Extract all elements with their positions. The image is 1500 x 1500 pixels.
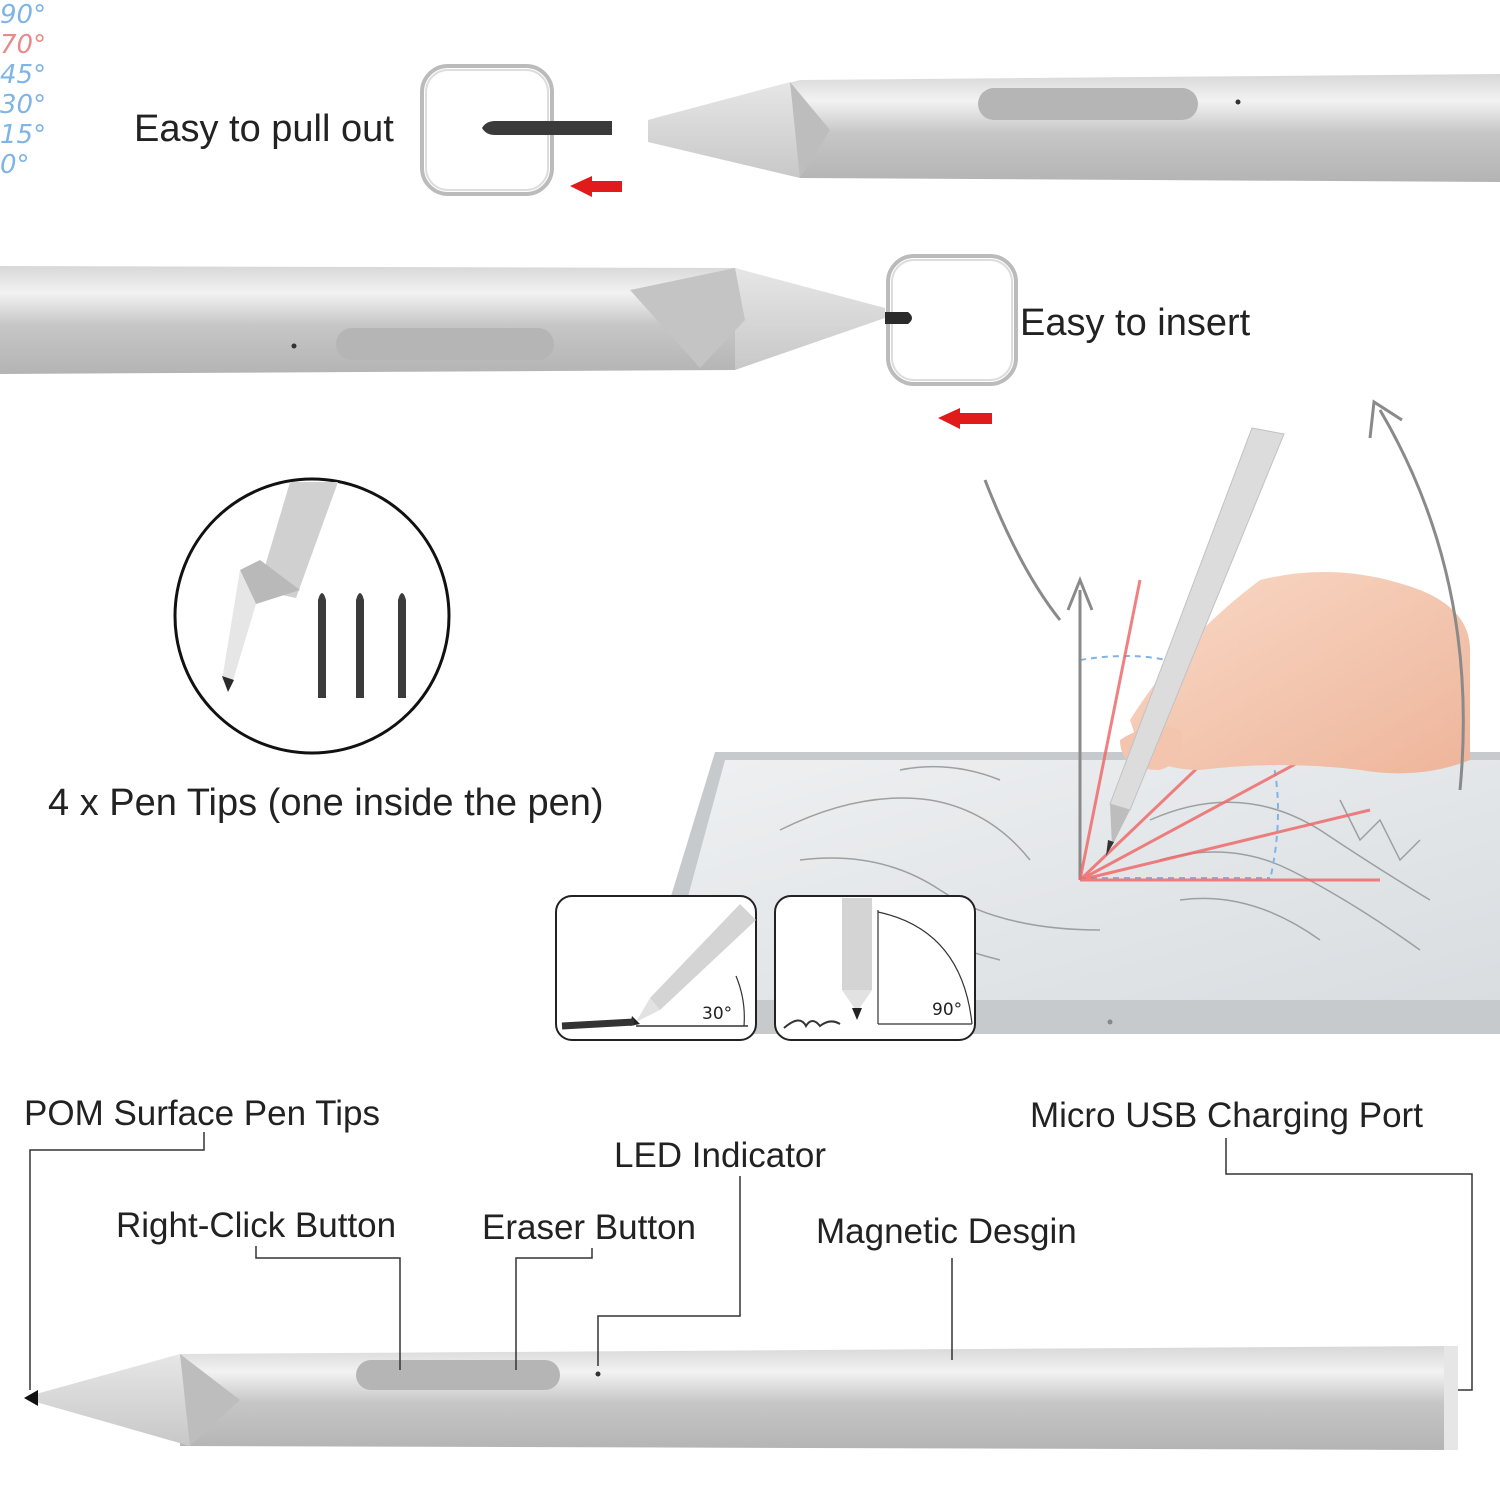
pen-top-led bbox=[1235, 99, 1241, 105]
pen-top-button bbox=[978, 88, 1198, 120]
arrow-left-icon bbox=[570, 176, 622, 197]
angle-90-label: 90° bbox=[0, 0, 47, 30]
pom-tips-label: POM Surface Pen Tips bbox=[24, 1094, 380, 1133]
micro-usb-label: Micro USB Charging Port bbox=[1030, 1096, 1423, 1135]
tablet-illustration bbox=[630, 399, 1500, 1034]
angle-30-label: 30° bbox=[0, 90, 47, 120]
hand-illustration bbox=[1130, 572, 1470, 774]
pen-nib-icon bbox=[482, 121, 612, 135]
pen-middle-led bbox=[291, 343, 297, 349]
pen-middle-button bbox=[336, 328, 554, 360]
angle-70-label: 70° bbox=[0, 30, 47, 60]
angle-inset-30 bbox=[555, 895, 757, 1041]
insert-inset bbox=[885, 254, 1018, 429]
pen-middle-insert bbox=[0, 266, 885, 374]
pull-out-inset bbox=[420, 64, 622, 197]
angle-inset-90 bbox=[774, 895, 976, 1041]
magnetic-label: Magnetic Desgin bbox=[816, 1212, 1077, 1251]
pull-out-label: Easy to pull out bbox=[134, 108, 394, 150]
callout-lines bbox=[29, 1132, 1473, 1391]
arrow-left-icon-2 bbox=[938, 408, 992, 429]
led-indicator-label: LED Indicator bbox=[614, 1136, 827, 1175]
pen-bottom-diagram bbox=[24, 1346, 1458, 1450]
led-dot bbox=[595, 1371, 601, 1377]
tips-count-label: 4 x Pen Tips (one inside the pen) bbox=[48, 782, 604, 824]
angle-0-label: 0° bbox=[0, 150, 30, 180]
inset-90-label: 90° bbox=[932, 1000, 963, 1020]
spare-tip-2 bbox=[356, 593, 364, 698]
tips-circle bbox=[173, 477, 451, 755]
angle-15-label: 15° bbox=[0, 120, 47, 150]
right-click-label: Right-Click Button bbox=[116, 1206, 397, 1245]
pen-tip bbox=[24, 1390, 38, 1406]
insert-label: Easy to insert bbox=[1020, 302, 1251, 344]
pen-top-pull-out bbox=[648, 74, 1500, 182]
pen-nib-icon-2 bbox=[885, 312, 912, 324]
eraser-label: Eraser Button bbox=[482, 1208, 696, 1247]
spare-tip-3 bbox=[398, 593, 406, 698]
inset-30-label: 30° bbox=[702, 1004, 733, 1024]
pen-buttons bbox=[356, 1360, 560, 1390]
spare-tip-1 bbox=[318, 593, 326, 698]
angle-45-label: 45° bbox=[0, 60, 47, 90]
